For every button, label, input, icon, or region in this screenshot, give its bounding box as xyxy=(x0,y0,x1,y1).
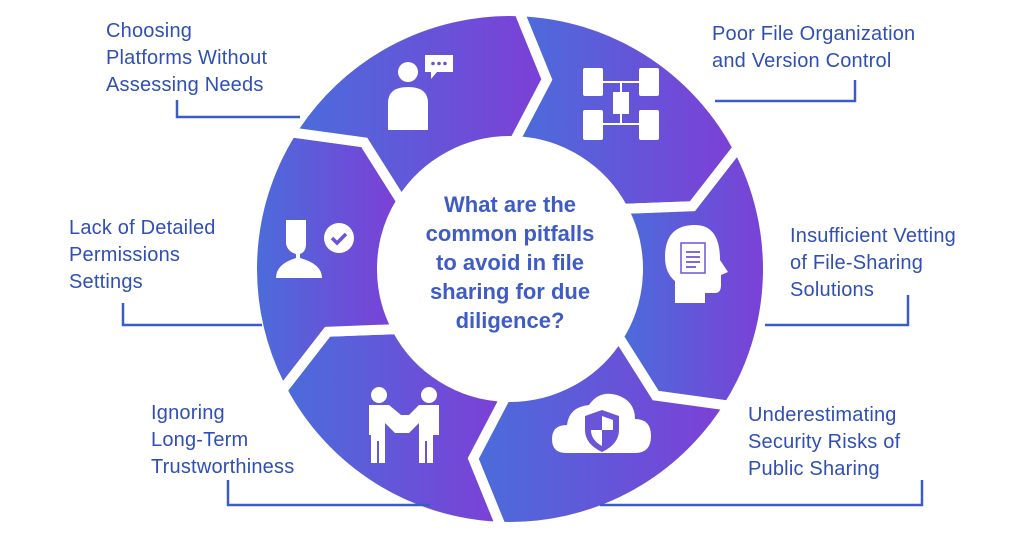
label-line: Solutions xyxy=(790,279,875,301)
label-line: Assessing Needs xyxy=(106,74,264,96)
handshake-icon xyxy=(369,387,439,463)
connector-poor-file-org xyxy=(715,80,857,103)
question-line: sharing for due xyxy=(429,279,591,304)
label-line: Permissions xyxy=(69,244,181,266)
label-trustworthiness: Ignoring Long-Term Trustworthiness xyxy=(151,400,294,481)
label-security-risks: Underestimating Security Risks of Public… xyxy=(748,402,900,483)
question-line: diligence? xyxy=(455,308,565,333)
connector-trustworthiness xyxy=(226,480,430,507)
presenter-speech-icon xyxy=(388,55,453,130)
connector-vetting xyxy=(765,295,910,327)
server-network-icon xyxy=(583,68,659,140)
label-line: Security Risks of xyxy=(748,431,901,453)
question-line: to avoid in file xyxy=(436,250,584,275)
label-line: Underestimating xyxy=(748,404,897,426)
label-line: Platforms Without xyxy=(106,47,268,69)
label-line: of File-Sharing xyxy=(790,252,924,274)
connector-choosing xyxy=(175,100,300,119)
connector-security xyxy=(600,480,924,507)
label-line: Trustworthiness xyxy=(151,456,295,478)
label-line: Lack of Detailed xyxy=(69,217,216,239)
label-line: Public Sharing xyxy=(748,458,880,480)
user-check-icon xyxy=(276,220,354,278)
label-line: and Version Control xyxy=(712,50,892,72)
label-poor-file-organization: Poor File Organization and Version Contr… xyxy=(712,21,915,75)
label-line: Choosing xyxy=(106,20,193,42)
label-insufficient-vetting: Insufficient Vetting of File-Sharing Sol… xyxy=(790,223,956,304)
label-line: Long-Term xyxy=(151,429,249,451)
label-line: Ignoring xyxy=(151,402,225,424)
label-line: Insufficient Vetting xyxy=(790,225,956,247)
question-line: common pitfalls xyxy=(425,221,595,246)
question-line: What are the xyxy=(443,192,577,217)
label-line: Poor File Organization xyxy=(712,23,916,45)
label-choosing-platforms: Choosing Platforms Without Assessing Nee… xyxy=(106,18,267,99)
head-document-icon xyxy=(665,225,728,303)
cloud-shield-icon xyxy=(552,393,651,453)
label-permissions-settings: Lack of Detailed Permissions Settings xyxy=(69,215,216,296)
label-line: Settings xyxy=(69,271,143,293)
central-question: What are the common pitfalls to avoid in… xyxy=(390,190,630,335)
connector-permissions xyxy=(121,303,262,327)
